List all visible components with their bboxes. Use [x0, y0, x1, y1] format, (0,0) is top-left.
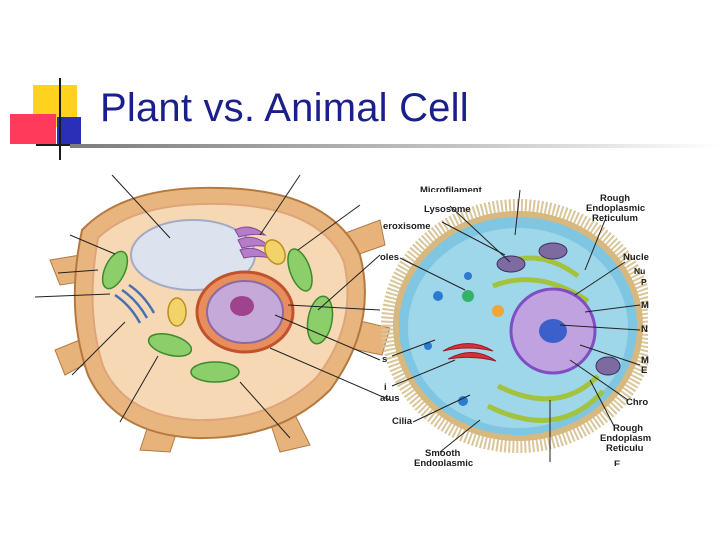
label-rough-top-line1: Rough	[600, 193, 631, 204]
label-microfilament: Microfilament	[420, 186, 482, 192]
label-smooth-line1: Smooth	[425, 448, 461, 459]
label-right-m2: M	[641, 355, 649, 366]
label-bottom-partial: E	[614, 460, 621, 466]
label-rough-bottom-line1: Rough	[613, 423, 644, 434]
label-right-m: M	[641, 300, 649, 311]
label-golgi-line1: i	[384, 382, 387, 393]
label-nucleus-line3: P	[641, 277, 647, 287]
label-chromatin: Chro	[626, 397, 649, 408]
label-rough-bottom-line3: Reticulu	[606, 443, 644, 454]
label-s: s	[382, 354, 388, 365]
label-rough-top-line2: Endoplasmic	[586, 203, 646, 214]
label-rough-top-line3: Reticulum	[592, 213, 638, 224]
label-rough-bottom-line2: Endoplasm	[600, 433, 652, 444]
title-decoration	[10, 78, 720, 160]
label-golgi-line2: atus	[380, 393, 400, 404]
label-peroxisome: eroxisome	[383, 221, 431, 232]
label-right-n: N	[641, 324, 648, 335]
label-vacuoles: oles	[380, 252, 400, 263]
label-nucleus-line1: Nucle	[623, 252, 649, 263]
label-nucleus-line2: Nu	[634, 266, 646, 276]
label-cilia: Cilia	[392, 416, 413, 427]
plant-cell-illustration	[34, 174, 391, 453]
label-smooth-line2: Endoplasmic	[414, 459, 474, 466]
slide-title: Plant vs. Animal Cell	[100, 86, 469, 130]
animal-cell-panel	[378, 186, 648, 466]
decor-red-square	[10, 114, 56, 144]
animal-cell-illustration	[381, 199, 648, 453]
title-underline	[70, 144, 720, 148]
label-right-e: E	[641, 365, 648, 376]
label-lysosome: Lysosome	[424, 204, 471, 215]
